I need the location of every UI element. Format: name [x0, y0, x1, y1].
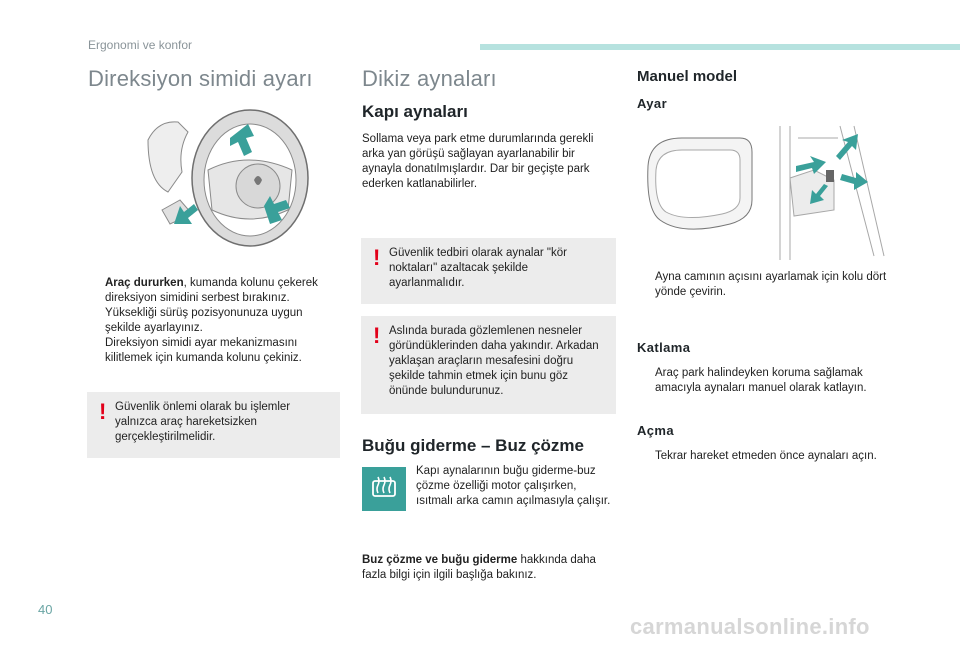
warning-text: Güvenlik tedbiri olarak aynalar "kör nok…	[389, 247, 567, 289]
rear-defrost-icon	[372, 476, 396, 497]
steering-bullet-2: Yüksekliği sürüş pozisyonunuza uygun şek…	[105, 307, 303, 334]
more-info-text: Buz çözme ve buğu giderme hakkında daha …	[362, 554, 596, 581]
steering-wheel-illustration	[138, 100, 318, 250]
mirrors-intro: Sollama veya park etme durumlarında gere…	[362, 133, 594, 190]
door-mirrors-subtitle: Kapı aynaları	[362, 102, 468, 121]
defrost-icon-box	[362, 467, 406, 511]
warning-icon: !	[99, 399, 107, 424]
warning-text: Güvenlik önlemi olarak bu işlemler yalnı…	[115, 401, 291, 443]
page-number: 40	[38, 602, 53, 617]
watermark: carmanualsonline.info	[630, 614, 870, 639]
steering-bullet-3: Direksiyon simidi ayar mekanizmasını kil…	[105, 337, 302, 364]
mirror-adjust-icon	[647, 125, 885, 260]
defrost-title: Buğu giderme – Buz çözme	[362, 436, 584, 455]
fold-title: Katlama	[637, 340, 691, 355]
steering-title: Direksiyon simidi ayarı	[88, 66, 313, 91]
steering-warning-note: ! Güvenlik önlemi olarak bu işlemler yal…	[87, 392, 340, 458]
mirrors-title: Dikiz aynaları	[362, 66, 497, 91]
fold-bullet: Araç park halindeyken koruma sağlamak am…	[655, 367, 867, 394]
section-header: Ergonomi ve konfor	[88, 38, 193, 52]
mirror-illustration	[640, 118, 888, 260]
adjust-title: Ayar	[637, 96, 668, 111]
warning-icon: !	[373, 245, 381, 270]
defrost-text: Kapı aynalarının buğu giderme-buz çözme …	[416, 465, 611, 507]
warning-icon: !	[373, 323, 381, 348]
steering-bullet-1: Araç dururken, kumanda kolunu çekerek di…	[105, 277, 318, 304]
adjust-bullet: Ayna camının açısını ayarlamak için kolu…	[655, 271, 887, 298]
mirror-warning-2: ! Aslında burada gözlemlenen nesneler gö…	[361, 316, 616, 414]
open-title: Açma	[637, 423, 675, 438]
open-bullet: Tekrar hareket etmeden önce aynaları açı…	[655, 450, 877, 462]
warning-text: Aslında burada gözlemlenen nesneler görü…	[389, 325, 599, 397]
steering-wheel-icon	[147, 109, 309, 247]
manual-model-title: Manuel model	[637, 68, 738, 85]
header-bar	[480, 44, 960, 50]
mirror-warning-1: ! Güvenlik tedbiri olarak aynalar "kör n…	[361, 238, 616, 304]
